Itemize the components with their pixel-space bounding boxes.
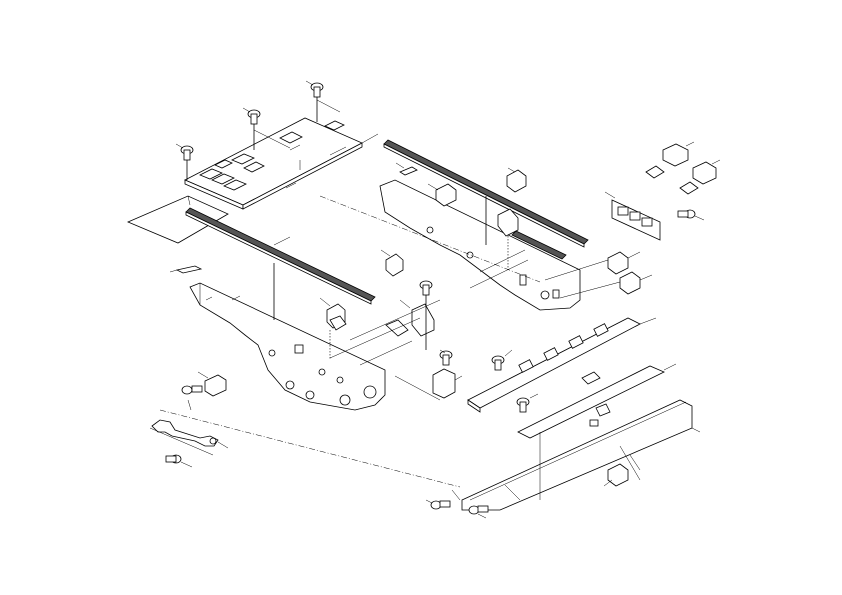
clip-lower — [603, 463, 629, 487]
lower-rail-assembly — [467, 317, 657, 413]
connector-1 — [662, 141, 695, 167]
long-rail-right — [383, 139, 589, 248]
screw-pcb-2 — [242, 107, 261, 150]
bracket-clip — [197, 371, 227, 397]
cable-clip-2 — [679, 181, 699, 195]
screw-lower-4 — [468, 505, 489, 519]
clamp-right-2 — [619, 271, 653, 295]
long-rail-left — [185, 207, 376, 305]
right-frame — [379, 166, 581, 311]
small-rail — [511, 230, 567, 260]
screw-lower-2 — [516, 393, 539, 413]
handle-bracket — [149, 419, 229, 456]
screw-lower-1 — [491, 349, 513, 371]
left-frame — [175, 265, 386, 411]
screw-left — [181, 385, 203, 411]
bracket-center — [385, 299, 435, 337]
screw-bottom-left — [165, 454, 193, 468]
screw-center-2 — [439, 349, 453, 366]
screw-right — [677, 209, 705, 221]
screw-pcb-1 — [175, 143, 194, 180]
screw-lower-3 — [425, 499, 451, 510]
middle-rail — [517, 363, 677, 439]
screw-center-1 — [419, 280, 433, 350]
connector-bracket — [604, 191, 661, 241]
clip-right-1 — [506, 167, 527, 193]
clamp-right-1 — [607, 251, 641, 275]
upper-left-frame — [126, 195, 229, 244]
connector-2 — [692, 159, 721, 185]
upper-pcb — [184, 117, 363, 210]
small-bracket-left — [326, 303, 347, 331]
cable-clip-1 — [645, 165, 665, 179]
screw-pcb-3 — [305, 80, 324, 122]
clamp-center-1 — [380, 249, 404, 277]
base-rail — [461, 399, 701, 511]
holder-right-2 — [497, 208, 519, 270]
holder-right-1 — [427, 183, 457, 207]
mount-bracket — [432, 368, 463, 399]
